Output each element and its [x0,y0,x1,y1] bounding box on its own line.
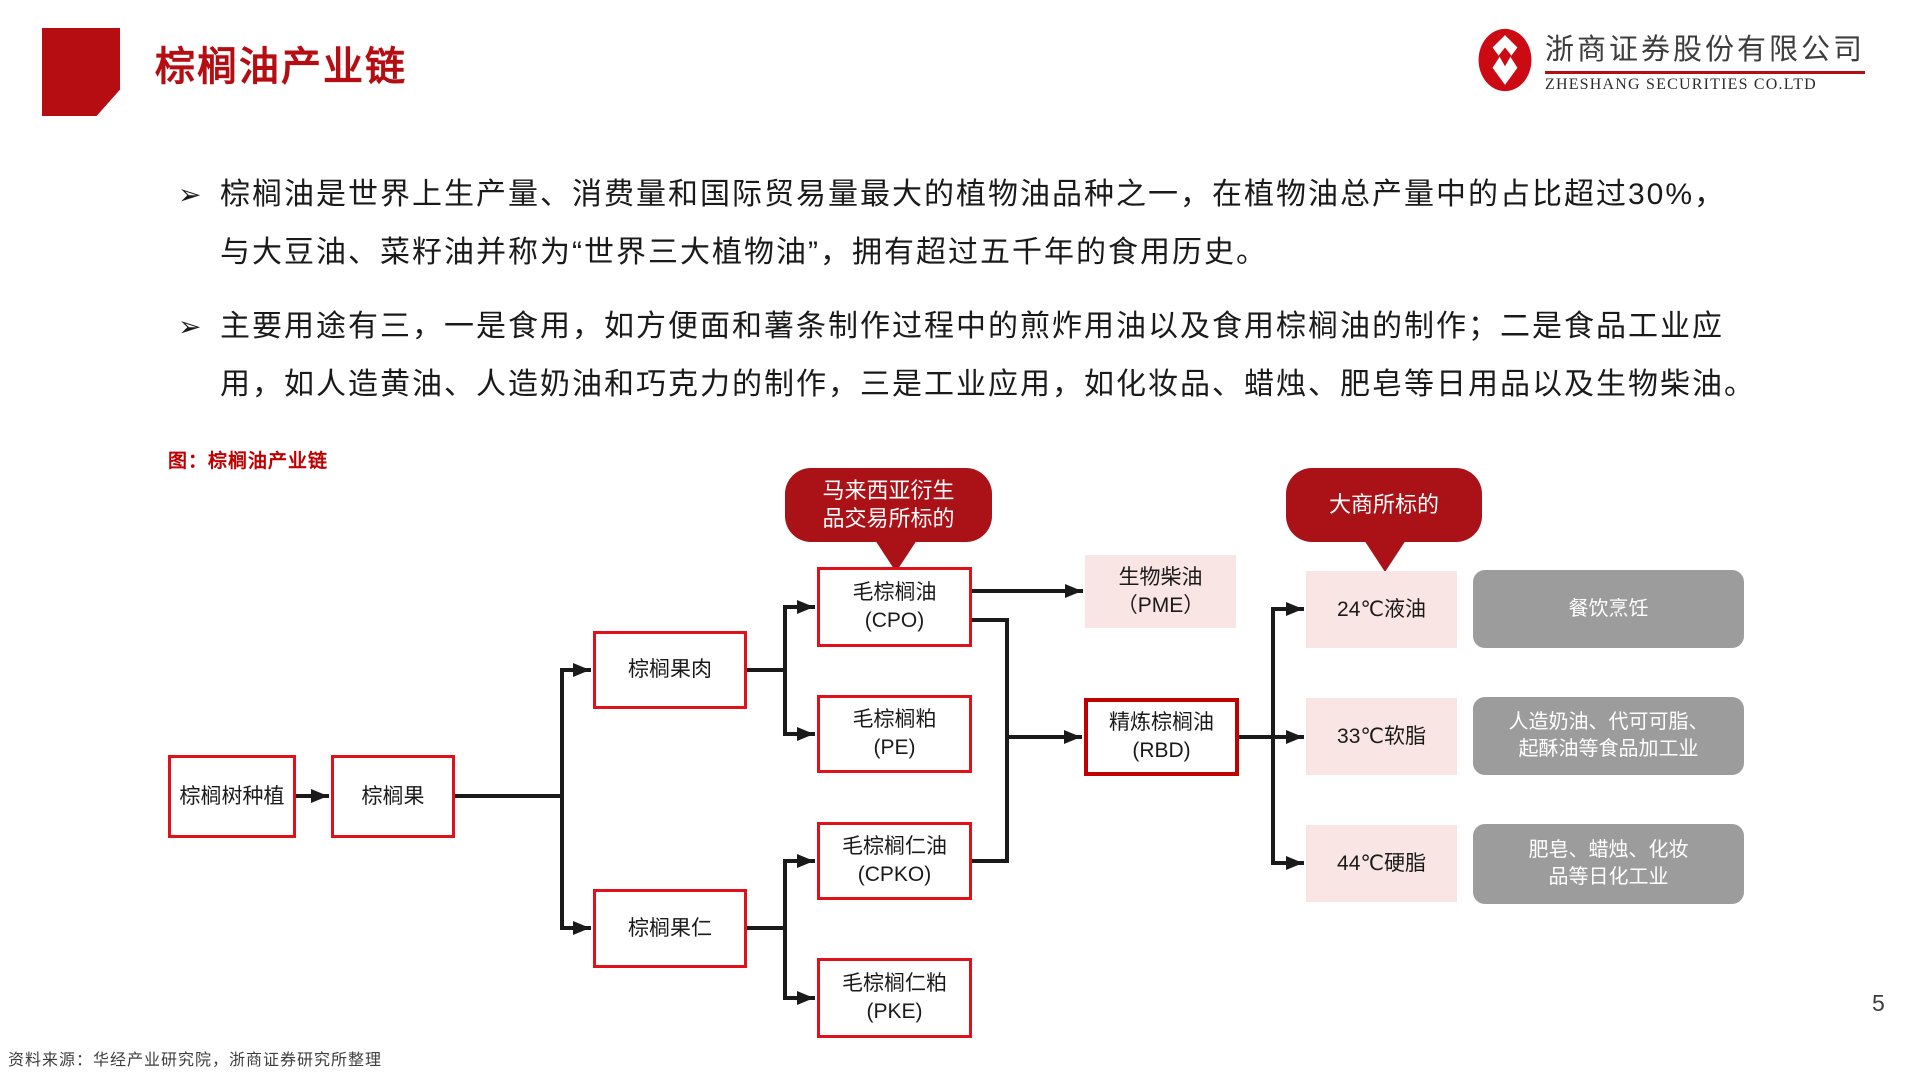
node-palm-kernel-expeller-pke: 毛棕榈仁粕 (PKE) [817,958,972,1038]
bullet-text: 棕榈油是世界上生产量、消费量和国际贸易量最大的植物油品种之一，在植物油总产量中的… [220,166,1726,282]
bullet-marker-icon: ➢ [178,311,202,342]
brand-logo: 浙商证券股份有限公司 ZHESHANG SECURITIES CO.LTD [1477,26,1865,94]
bullet-list: ➢ 棕榈油是世界上生产量、消费量和国际贸易量最大的植物油品种之一，在植物油总产量… [178,166,1818,430]
node-palm-pulp: 棕榈果肉 [593,631,747,709]
node-use-food-processing: 人造奶油、代可可脂、 起酥油等食品加工业 [1473,697,1744,775]
node-24c-liquid-oil: 24℃液油 [1306,571,1457,648]
bullet-text: 主要用途有三，一是食用，如方便面和薯条制作过程中的煎炸用油以及食用棕榈油的制作；… [220,298,1756,414]
zheshang-logo-icon [1478,28,1532,92]
callout-tail [875,540,917,572]
bullet-item: ➢ 主要用途有三，一是食用，如方便面和薯条制作过程中的煎炸用油以及食用棕榈油的制… [178,298,1818,414]
node-refined-palm-oil-rbd: 精炼棕榈油 (RBD) [1084,698,1239,776]
bullet-line: 棕榈油是世界上生产量、消费量和国际贸易量最大的植物油品种之一，在植物油总产量中的… [220,178,1727,211]
node-crude-palm-kernel-oil-cpko: 毛棕榈仁油 (CPKO) [817,822,972,900]
bullet-line: 主要用途有三，一是食用，如方便面和薯条制作过程中的煎炸用油以及食用棕榈油的制作；… [220,310,1724,343]
callout-tail [1364,540,1406,572]
brand-company-name-cn: 浙商证券股份有限公司 [1544,34,1865,66]
node-palm-kernel: 棕榈果仁 [593,889,747,968]
node-33c-soft-fat: 33℃软脂 [1306,698,1457,775]
node-44c-hard-fat: 44℃硬脂 [1306,825,1457,902]
corner-accent [42,28,120,116]
node-biodiesel-pme: 生物柴油 （PME） [1085,555,1236,628]
node-palm-fruit: 棕榈果 [331,755,455,838]
node-use-catering: 餐饮烹饪 [1473,570,1744,648]
callout-text: 马来西亚衍生 品交易所标的 [822,478,955,531]
callout-dce-exchange: 大商所标的 [1286,468,1482,572]
source-note: 资料来源：华经产业研究院，浙商证券研究所整理 [8,1052,383,1069]
bullet-marker-icon: ➢ [178,179,202,210]
node-use-daily-chemical: 肥皂、蜡烛、化妆 品等日化工业 [1473,824,1744,904]
bullet-line: 用，如人造黄油、人造奶油和巧克力的制作，三是工业应用，如化妆品、蜡烛、肥皂等日用… [220,368,1756,401]
page-number: 5 [1872,990,1885,1016]
node-palm-expeller-pe: 毛棕榈粕 (PE) [817,695,972,773]
bullet-line: 与大豆油、菜籽油并称为“世界三大植物油”，拥有超过五千年的食用历史。 [220,236,1268,269]
node-palm-tree-planting: 棕榈树种植 [168,755,296,838]
bullet-item: ➢ 棕榈油是世界上生产量、消费量和国际贸易量最大的植物油品种之一，在植物油总产量… [178,166,1818,282]
callout-text: 大商所标的 [1328,492,1439,517]
node-crude-palm-oil-cpo: 毛棕榈油 (CPO) [817,567,972,647]
figure-caption: 图：棕榈油产业链 [168,451,329,472]
brand-divider [1544,71,1865,74]
brand-text-block: 浙商证券股份有限公司 ZHESHANG SECURITIES CO.LTD [1544,26,1865,94]
brand-company-name-en: ZHESHANG SECURITIES CO.LTD [1544,76,1817,93]
page-title: 棕榈油产业链 [155,45,407,89]
callout-malaysia-exchange: 马来西亚衍生 品交易所标的 [785,468,992,572]
